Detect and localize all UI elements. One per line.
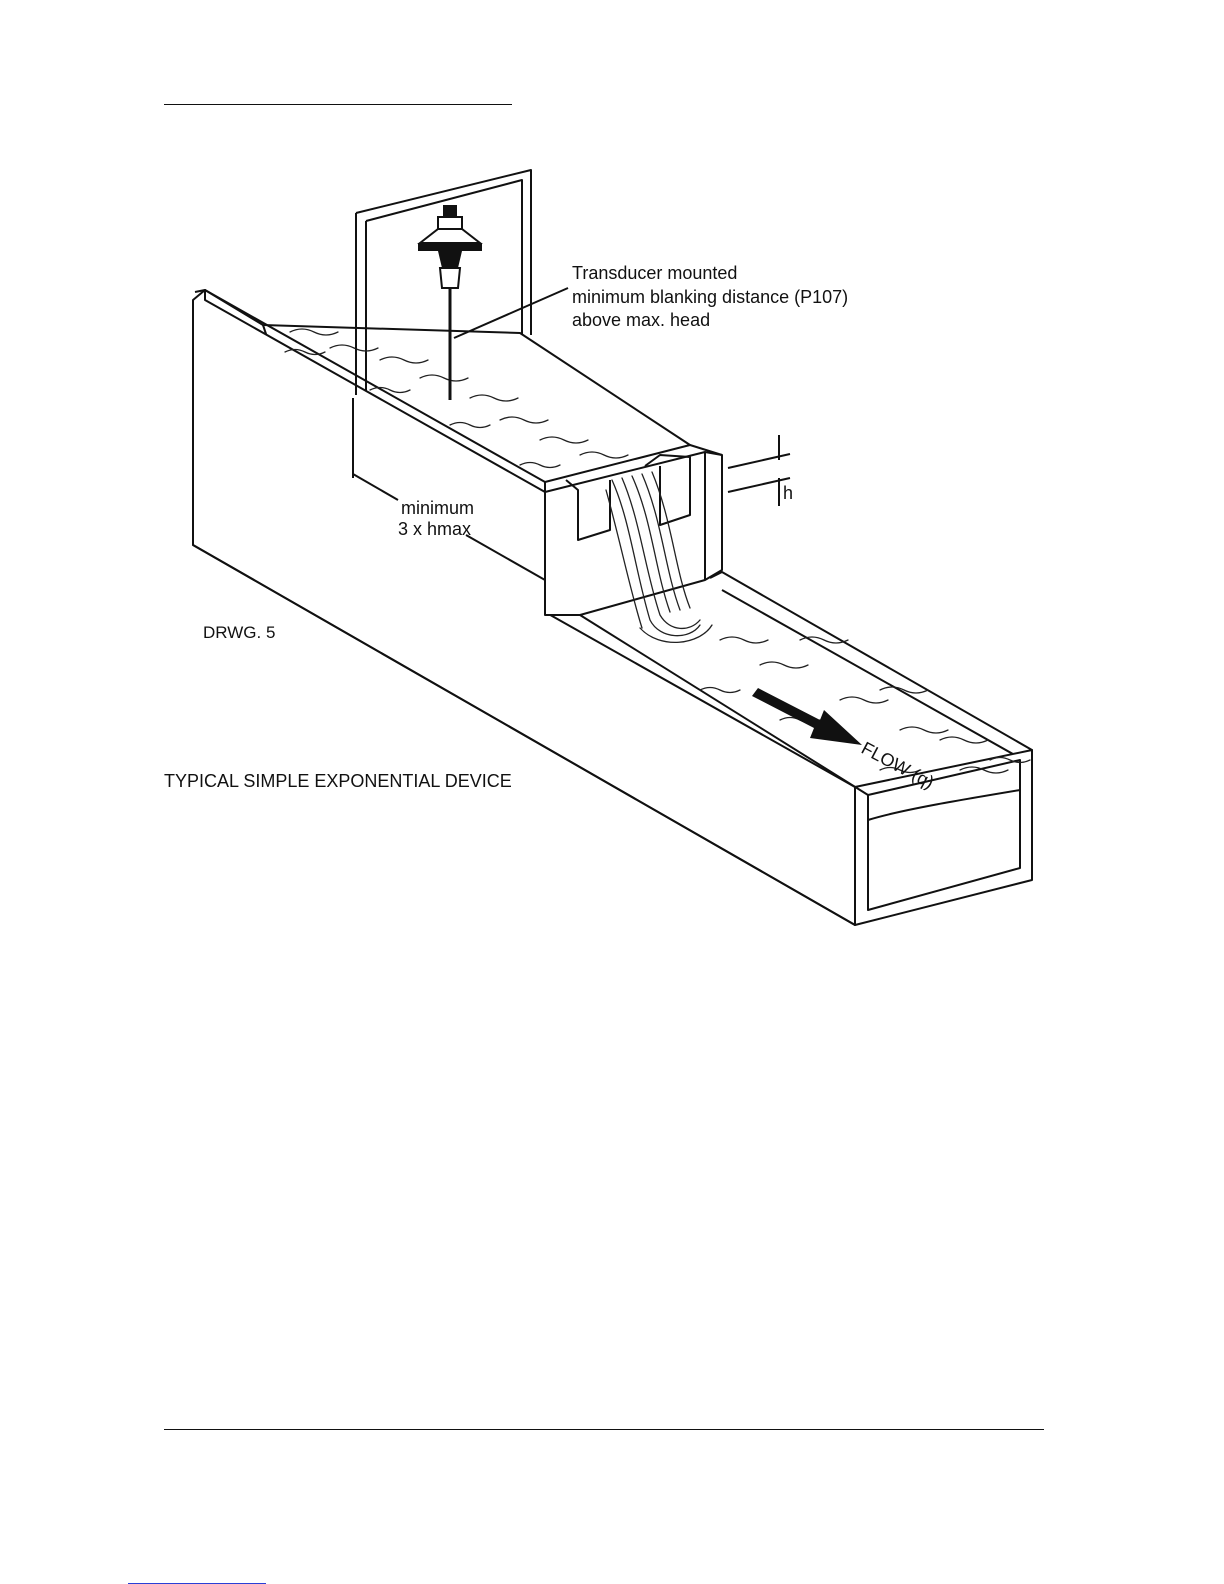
weir-plate — [545, 445, 722, 615]
transducer-leader — [454, 288, 568, 338]
transducer-label: Transducer mounted minimum blanking dist… — [572, 263, 848, 330]
transducer-label-line-2: minimum blanking distance (P107) — [572, 287, 848, 307]
upstream-channel — [193, 290, 855, 925]
transducer-label-line-3: above max. head — [572, 310, 710, 330]
figure-caption: TYPICAL SIMPLE EXPONENTIAL DEVICE — [164, 771, 512, 791]
transducer-label-line-1: Transducer mounted — [572, 263, 737, 283]
footer-rule — [164, 1429, 1044, 1430]
transducer-icon — [418, 205, 482, 400]
head-dimension — [728, 435, 790, 506]
head-label: h — [783, 483, 793, 503]
flow-arrow-icon — [752, 688, 862, 745]
minimum-label-line-1: minimum — [401, 498, 474, 518]
drawing-number: DRWG. 5 — [203, 623, 275, 642]
minimum-label-line-2: 3 x hmax — [398, 519, 471, 539]
